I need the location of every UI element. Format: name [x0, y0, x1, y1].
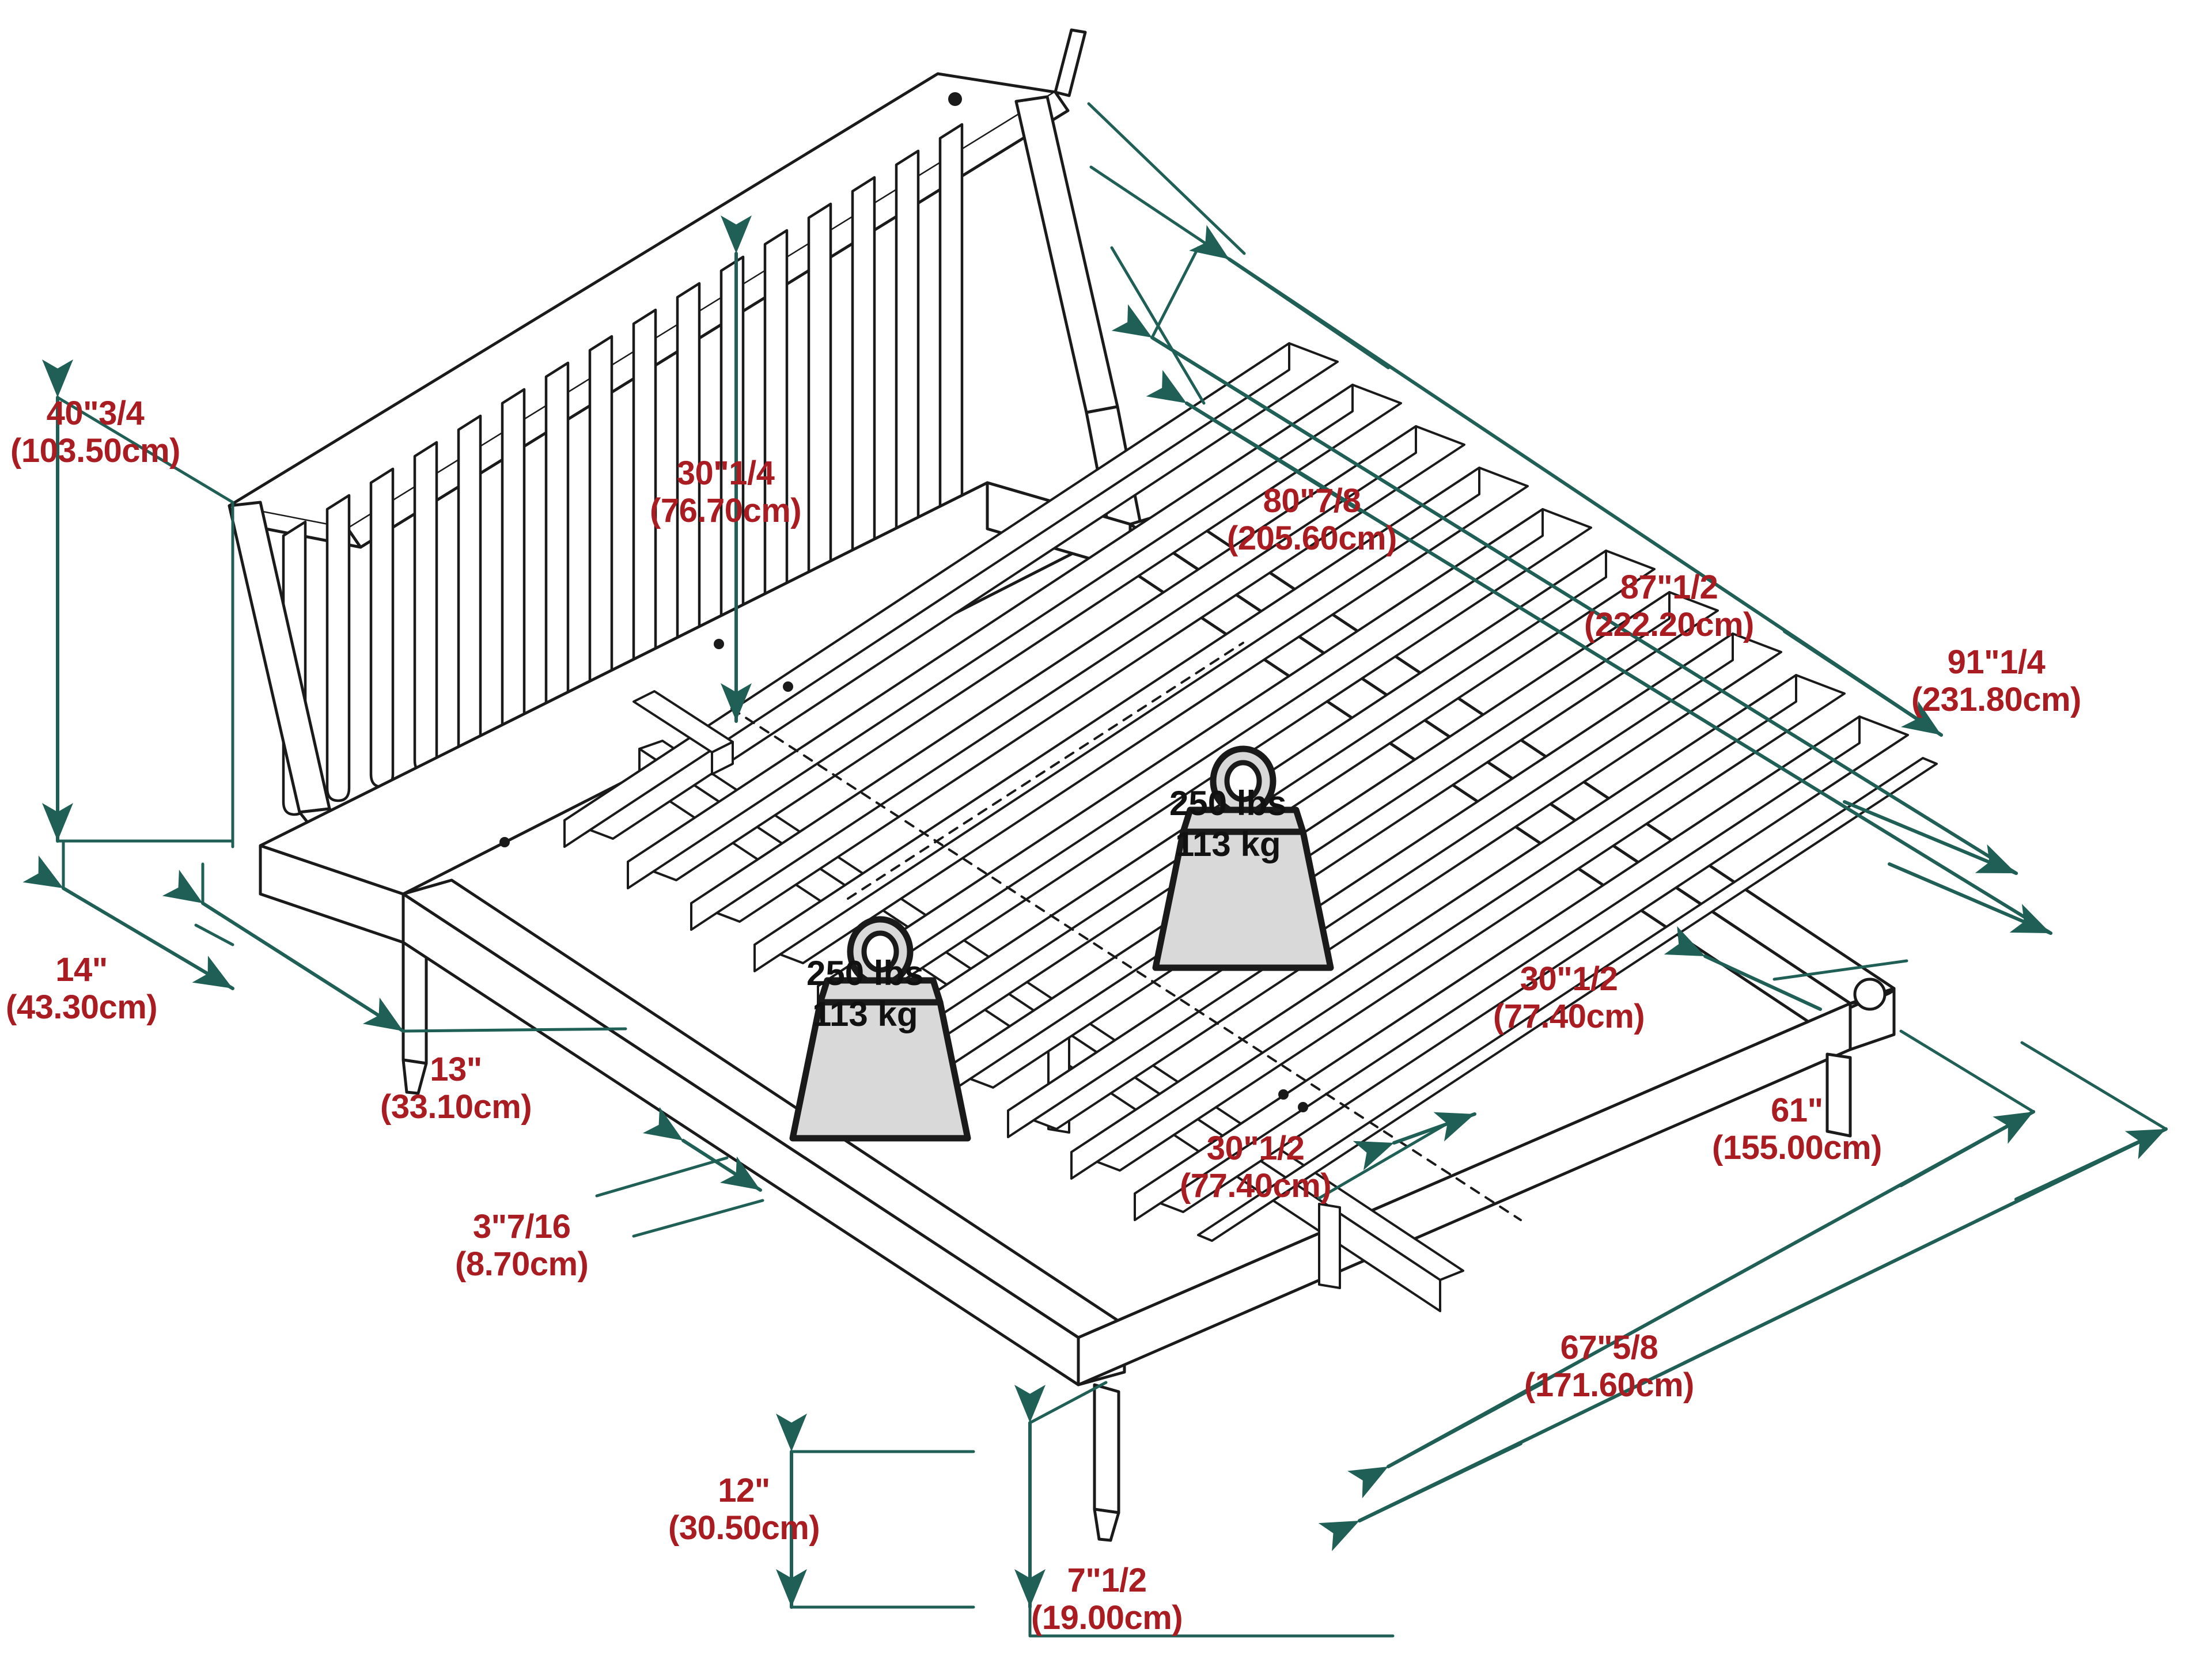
dim-imperial: 30"1/4 — [676, 454, 775, 492]
weight-block-rear-label: 250 lbs 113 kg — [1169, 783, 1286, 865]
dim-metric: (77.40cm) — [1493, 997, 1645, 1035]
dim-imperial: 30"1/2 — [1520, 960, 1618, 998]
leg-height-dimension-label: 7"1/2 (19.00cm) — [1031, 1562, 1183, 1637]
dim-imperial: 61" — [1771, 1092, 1823, 1129]
dim-metric: (33.10cm) — [380, 1088, 532, 1126]
dim-metric: (77.40cm) — [1180, 1166, 1332, 1204]
weight-kg: 113 kg — [812, 994, 918, 1033]
dim-metric: (205.60cm) — [1227, 519, 1397, 557]
weight-kg: 113 kg — [1175, 824, 1281, 863]
dim-metric: (103.50cm) — [10, 431, 180, 469]
dim-imperial: 3"7/16 — [472, 1208, 571, 1245]
overall-length-dimension-label: 91"1/4 (231.80cm) — [1911, 643, 2081, 719]
slat-span-lower-dimension-label: 30"1/2 (77.40cm) — [1180, 1130, 1332, 1205]
dim-imperial: 14" — [55, 951, 108, 988]
headboard-height-dimension-label: 40"3/4 (103.50cm) — [10, 395, 180, 470]
mattress-width-dimension-label: 61" (155.00cm) — [1712, 1092, 1882, 1167]
weight-block-front-label: 250 lbs 113 kg — [806, 953, 923, 1035]
dim-metric: (30.50cm) — [668, 1509, 820, 1547]
dim-metric: (43.30cm) — [6, 988, 158, 1026]
dim-metric: (19.00cm) — [1031, 1598, 1183, 1637]
dim-imperial: 91"1/4 — [1947, 643, 2046, 681]
overall-width-dimension-label: 67"5/8 (171.60cm) — [1524, 1329, 1694, 1404]
dim-metric: (231.80cm) — [1911, 680, 2081, 718]
slat-span-upper-dimension-label: 30"1/2 (77.40cm) — [1493, 960, 1645, 1036]
dim-metric: (8.70cm) — [455, 1245, 589, 1283]
weight-lbs: 250 lbs — [806, 954, 924, 993]
weight-lbs: 250 lbs — [1169, 784, 1287, 823]
deck-height-dimension-label: 12" (30.50cm) — [668, 1472, 820, 1547]
dim-imperial: 80"7/8 — [1263, 482, 1361, 520]
frame-length-dimension-label: 87"1/2 (222.20cm) — [1584, 569, 1754, 644]
dim-imperial: 7"1/2 — [1067, 1562, 1147, 1599]
leg-offset-dimension-label: 13" (33.10cm) — [380, 1051, 532, 1126]
dim-metric: (171.60cm) — [1524, 1366, 1694, 1404]
spindle-height-dimension-label: 30"1/4 (76.70cm) — [650, 454, 802, 530]
dim-imperial: 13" — [430, 1051, 482, 1088]
dim-metric: (155.00cm) — [1712, 1128, 1882, 1166]
dim-metric: (76.70cm) — [650, 491, 802, 529]
dim-metric: (222.20cm) — [1584, 605, 1754, 643]
headboard-depth-dimension-label: 14" (43.30cm) — [6, 951, 158, 1026]
rail-thickness-dimension-label: 3"7/16 (8.70cm) — [455, 1208, 589, 1283]
dim-imperial: 87"1/2 — [1620, 569, 1718, 606]
dim-imperial: 12" — [718, 1472, 770, 1509]
dim-imperial: 30"1/2 — [1206, 1130, 1305, 1167]
mattress-length-dimension-label: 80"7/8 (205.60cm) — [1227, 482, 1397, 558]
dim-imperial: 67"5/8 — [1560, 1329, 1658, 1366]
dim-imperial: 40"3/4 — [46, 395, 145, 432]
